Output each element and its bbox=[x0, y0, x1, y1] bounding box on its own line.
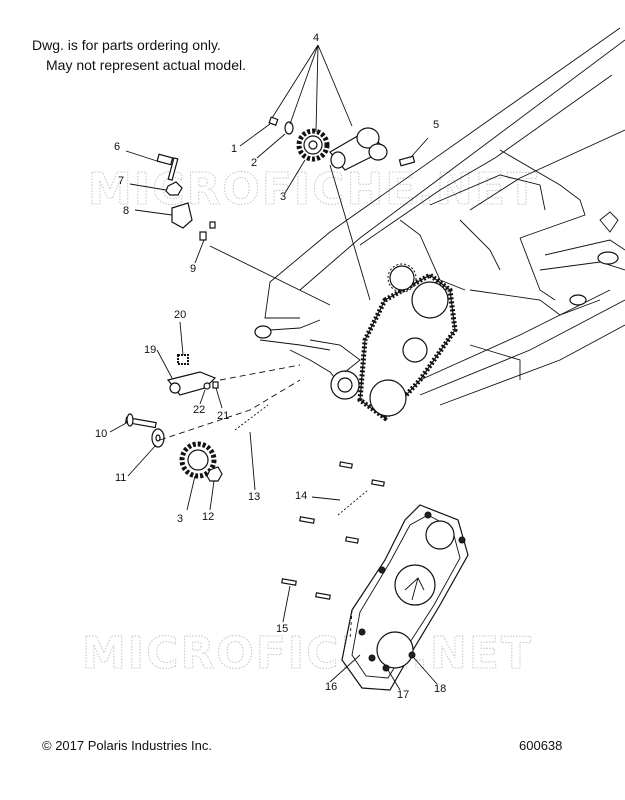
part-5-pin bbox=[398, 155, 416, 167]
part-10-bolt bbox=[125, 413, 157, 429]
callout-2: 2 bbox=[251, 157, 257, 169]
callout-16: 16 bbox=[325, 681, 337, 693]
part-13-spring bbox=[234, 404, 269, 431]
callout-3-lower: 3 bbox=[177, 513, 183, 525]
chaincase-assembly bbox=[309, 263, 458, 422]
callout-10: 10 bbox=[95, 428, 107, 440]
callout-4: 4 bbox=[313, 32, 319, 44]
part-7-nut bbox=[165, 181, 183, 196]
part-12-nut bbox=[206, 466, 223, 482]
callout-18: 18 bbox=[434, 683, 446, 695]
copyright-notice: © 2017 Polaris Industries Inc. bbox=[42, 738, 212, 753]
part-1-bolt bbox=[268, 116, 279, 126]
part-3-sprocket-lower bbox=[179, 441, 217, 479]
part-6-bolt bbox=[156, 153, 179, 181]
part-shaft-upper bbox=[329, 127, 388, 171]
part-21-screw bbox=[212, 381, 219, 389]
part-9-screw bbox=[199, 221, 216, 241]
callout-20: 20 bbox=[174, 309, 186, 321]
disclaimer-line-1: Dwg. is for parts ordering only. bbox=[32, 37, 221, 53]
callout-5: 5 bbox=[433, 119, 439, 131]
drawing-number: 600638 bbox=[519, 738, 563, 753]
callout-21: 21 bbox=[217, 410, 229, 422]
disclaimer-line-2: May not represent actual model. bbox=[46, 57, 246, 73]
callout-22: 22 bbox=[193, 404, 205, 416]
part-14-spring bbox=[337, 489, 369, 516]
part-3-sprocket-upper bbox=[296, 128, 330, 162]
callout-3-upper: 3 bbox=[280, 191, 286, 203]
part-16-chaincase-cover bbox=[341, 504, 469, 691]
callout-labels: 4 1 2 3 5 6 7 8 9 20 19 22 21 10 11 13 1… bbox=[95, 32, 446, 701]
callout-7: 7 bbox=[118, 175, 124, 187]
callout-19: 19 bbox=[144, 344, 156, 356]
leader-lines bbox=[109, 44, 438, 691]
part-20-nut bbox=[177, 354, 189, 365]
callout-8: 8 bbox=[123, 205, 129, 217]
part-2-washer bbox=[284, 121, 294, 135]
part-19-tensioner-arm bbox=[166, 371, 217, 396]
part-11-spacer bbox=[151, 428, 165, 448]
callout-13: 13 bbox=[248, 491, 260, 503]
callout-17: 17 bbox=[397, 689, 409, 701]
part-15-bolts bbox=[281, 461, 385, 600]
chassis-frame bbox=[254, 27, 625, 406]
part-8-bracket bbox=[171, 202, 193, 229]
callout-1: 1 bbox=[231, 143, 237, 155]
callout-15: 15 bbox=[276, 623, 288, 635]
callout-12: 12 bbox=[202, 511, 214, 523]
part-18-screw bbox=[408, 651, 416, 659]
callout-14: 14 bbox=[295, 490, 307, 502]
callout-6: 6 bbox=[114, 141, 120, 153]
callout-9: 9 bbox=[190, 263, 196, 275]
watermark-lower: MICROFICHE.NET bbox=[82, 628, 533, 679]
callout-11: 11 bbox=[115, 472, 126, 484]
part-22-washer bbox=[203, 382, 211, 390]
part-17-plug bbox=[382, 664, 390, 672]
